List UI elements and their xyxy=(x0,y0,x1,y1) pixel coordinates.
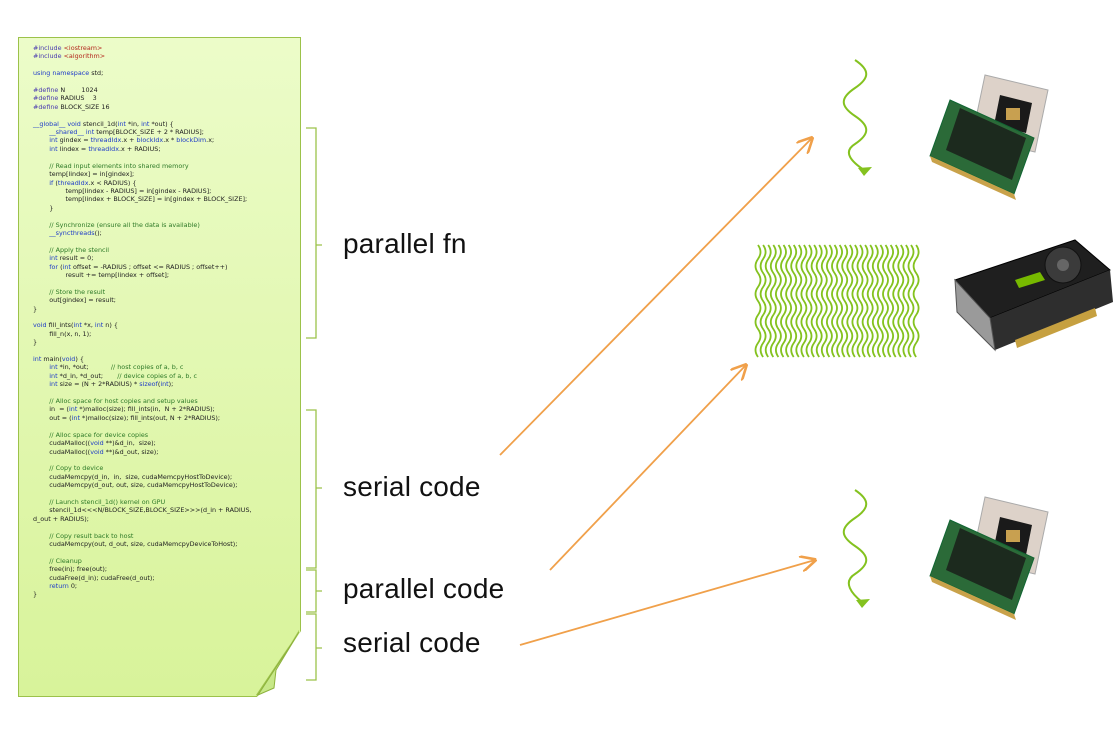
parallel-thread xyxy=(831,244,838,358)
parallel-thread xyxy=(902,244,910,358)
parallel-thread xyxy=(912,244,920,358)
parallel-thread xyxy=(820,244,828,358)
serial-thread-top-arrowhead xyxy=(858,167,872,176)
parallel-thread xyxy=(759,244,767,358)
arrow-serial-to-cpu-top xyxy=(499,138,812,456)
bracket-serial-code-2 xyxy=(306,613,322,681)
serial-thread-bottom-arrowhead xyxy=(856,599,870,608)
serial-thread-top xyxy=(842,59,868,171)
parallel-thread xyxy=(764,244,772,358)
parallel-thread xyxy=(871,244,879,358)
parallel-thread xyxy=(836,244,843,358)
bracket-parallel-code xyxy=(306,569,322,613)
parallel-thread xyxy=(907,244,915,358)
parallel-thread xyxy=(754,244,762,358)
memory-module-icon xyxy=(929,519,1035,620)
parallel-thread xyxy=(846,244,854,358)
parallel-thread xyxy=(887,244,894,358)
parallel-thread xyxy=(861,244,869,358)
label-parallel-code: parallel code xyxy=(343,573,505,604)
parallel-thread xyxy=(790,244,798,358)
gpu-card-icon xyxy=(954,239,1113,352)
code-text: #include <iostream> #include <algorithm>… xyxy=(33,44,252,599)
parallel-thread xyxy=(877,244,884,358)
parallel-thread xyxy=(897,244,905,358)
bracket-parallel-fn xyxy=(306,127,322,339)
memory-module-icon xyxy=(929,99,1035,200)
parallel-thread xyxy=(851,244,859,358)
parallel-thread xyxy=(785,244,792,358)
arrow-serial-to-cpu-bottom xyxy=(519,560,815,646)
label-parallel-fn: parallel fn xyxy=(343,228,467,259)
parallel-threads xyxy=(754,244,920,358)
parallel-thread xyxy=(805,244,813,358)
parallel-thread xyxy=(892,244,900,358)
parallel-thread xyxy=(826,244,833,358)
code-listing-page: #include <iostream> #include <algorithm>… xyxy=(18,37,301,697)
label-serial-code-2: serial code xyxy=(343,627,481,658)
parallel-thread xyxy=(775,244,782,358)
parallel-thread xyxy=(795,244,803,358)
bracket-serial-code-1 xyxy=(306,409,322,569)
parallel-thread xyxy=(769,244,777,358)
page-fold-corner xyxy=(256,630,300,696)
parallel-thread xyxy=(810,244,818,358)
parallel-thread xyxy=(882,244,889,358)
parallel-thread xyxy=(780,244,787,358)
parallel-thread xyxy=(815,244,823,358)
parallel-thread xyxy=(841,244,849,358)
arrow-parallel-to-gpu xyxy=(549,365,746,571)
parallel-thread xyxy=(856,244,864,358)
parallel-thread xyxy=(800,244,808,358)
parallel-thread xyxy=(866,244,874,358)
label-serial-code-1: serial code xyxy=(343,471,481,502)
serial-thread-bottom xyxy=(842,489,868,603)
